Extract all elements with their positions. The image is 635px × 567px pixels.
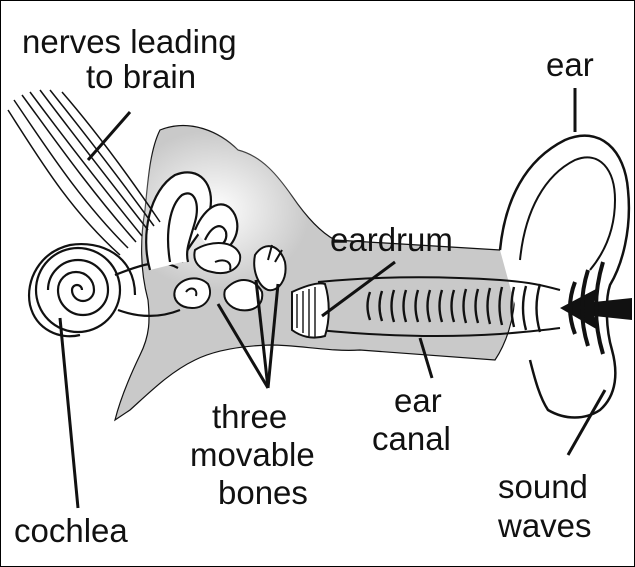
label-ear: ear — [546, 46, 594, 83]
label-bones-line1: three — [212, 398, 287, 435]
ear-pinna — [500, 136, 629, 418]
nerves-pointer — [88, 112, 130, 160]
label-sound-line2: waves — [497, 507, 592, 544]
label-cochlea: cochlea — [14, 512, 128, 549]
label-nerves-line2: to brain — [86, 58, 196, 95]
label-eardrum: eardrum — [330, 221, 453, 258]
label-nerves-line1: nerves leading — [22, 23, 237, 60]
label-bones-line2: movable — [190, 436, 315, 473]
cochlea-pointer — [60, 318, 78, 508]
label-canal-line1: ear — [394, 382, 442, 419]
label-canal-line2: canal — [372, 420, 451, 457]
label-bones-line3: bones — [218, 474, 308, 511]
label-sound-line1: sound — [498, 468, 588, 505]
